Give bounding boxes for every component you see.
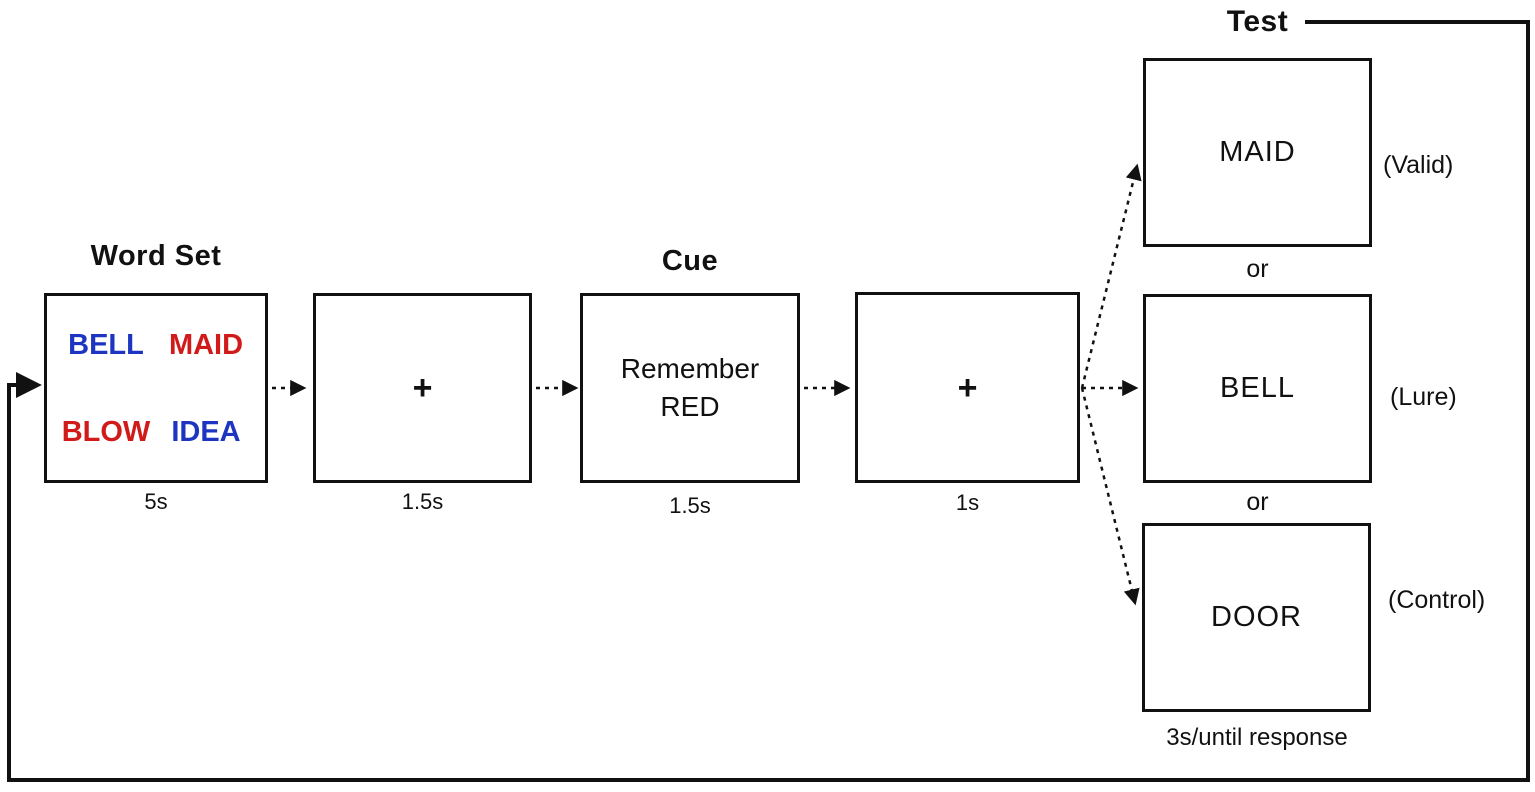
condition-label-control: (Control) — [1388, 586, 1486, 614]
fixation1-cross: + — [412, 369, 433, 407]
or-separator-2: or — [1246, 488, 1269, 516]
cue-text-line1: Remember — [620, 353, 760, 384]
cue-title: Cue — [661, 245, 719, 277]
test-word-valid: MAID — [1219, 136, 1296, 168]
fixation1-box: + — [313, 293, 532, 483]
fixation1-duration: 1.5s — [401, 489, 444, 514]
test-word-control: DOOR — [1211, 601, 1302, 633]
cue-duration: 1.5s — [669, 493, 711, 518]
dashed-arrow-fixation2-to-control — [1080, 387, 1140, 606]
study-word-bell: BELL — [68, 328, 144, 361]
cue-text-line2: RED — [660, 391, 720, 422]
study-word-maid: MAID — [168, 328, 244, 361]
test-title: Test — [1226, 5, 1289, 38]
word-set-box: BELL MAID BLOW IDEA — [44, 293, 268, 483]
test-box-control: DOOR — [1142, 523, 1371, 712]
test-box-valid: MAID — [1143, 58, 1372, 247]
condition-label-lure: (Lure) — [1390, 383, 1457, 411]
cue-box: Remember RED — [580, 293, 800, 483]
word-set-duration: 5s — [144, 489, 168, 514]
fixation2-box: + — [855, 292, 1080, 483]
test-duration: 3s/until response — [1166, 724, 1348, 751]
fixation2-duration: 1s — [955, 490, 980, 515]
cue-text: Remember RED — [621, 350, 759, 426]
study-word-blow: BLOW — [61, 415, 151, 448]
study-word-idea: IDEA — [171, 415, 241, 448]
or-separator-1: or — [1246, 255, 1269, 283]
word-set-title: Word Set — [90, 240, 222, 272]
test-box-lure: BELL — [1143, 294, 1372, 483]
dashed-arrow-fixation2-to-valid — [1080, 163, 1142, 389]
test-word-lure: BELL — [1220, 372, 1295, 404]
word-set-words: BELL MAID BLOW IDEA — [47, 328, 265, 449]
condition-label-valid: (Valid) — [1383, 151, 1454, 179]
fixation2-cross: + — [957, 368, 978, 407]
